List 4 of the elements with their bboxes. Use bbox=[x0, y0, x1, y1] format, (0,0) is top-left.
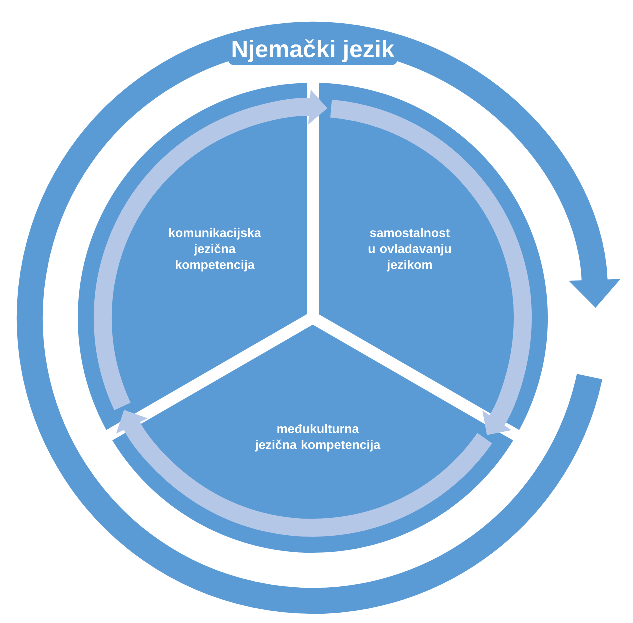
title-text: Njemački jezik bbox=[228, 36, 398, 66]
node-label: samostalnost u ovladavanju jezikom bbox=[368, 228, 452, 272]
sector-block: međukulturna jezična kompetencija bbox=[109, 318, 517, 554]
node-label: komunikacijska jezična kompetencija bbox=[170, 228, 262, 272]
